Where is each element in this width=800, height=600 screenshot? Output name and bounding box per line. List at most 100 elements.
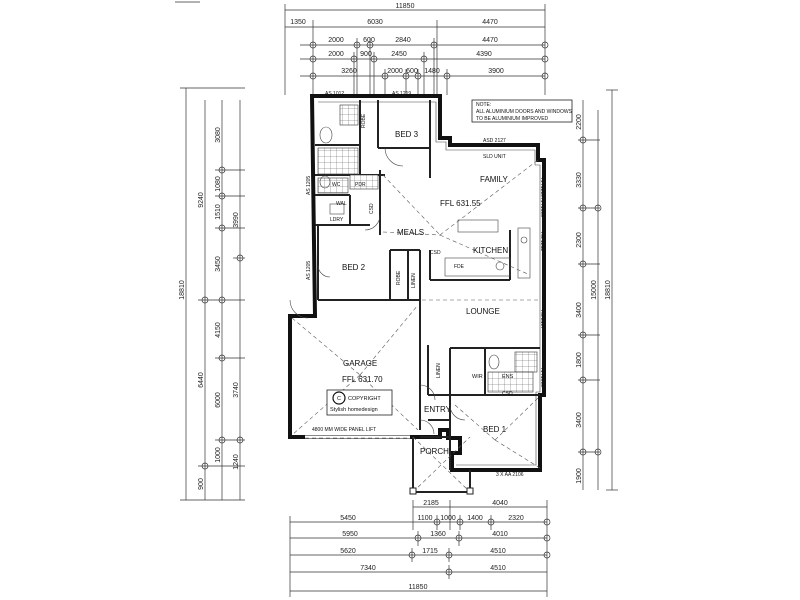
room-label-robe: ROBE [361,113,367,128]
bottom-dim: 4040 [492,500,508,507]
room-label-ens: ENS [502,374,514,380]
room-label-pdr: PDR [355,182,366,188]
window-label: SLD UNIT [483,154,506,160]
copyright-stamp: C COPYRIGHT Stylish homedesign [326,389,393,416]
left-dim: 900 [198,478,205,490]
bottom-dim: 5620 [340,548,356,555]
bottom-dim: 2320 [508,515,524,522]
top-dim-total: 11850 [396,3,415,10]
bottom-dim: 1100 [417,515,432,522]
porch [409,436,474,495]
room-label-kitchen: KITCHEN [473,246,508,255]
room-label-lounge: LOUNGE [466,307,500,316]
copyright-symbol: C [337,396,341,402]
bottom-dim: 2185 [423,500,439,507]
bottom-dim-total: 11850 [409,584,428,591]
copyright-company: Stylish homedesign [330,407,378,413]
copyright-title: COPYRIGHT [348,396,381,402]
kitchen-fixtures [444,219,531,279]
left-dim: 9240 [198,192,205,208]
right-dim: 3400 [576,412,583,428]
label-cavity-sliding-door: CSD [430,250,441,256]
room-label-family: FAMILY [480,175,509,184]
door-swings [289,147,466,435]
right-dim: 2200 [576,114,583,130]
top-dim: 4470 [482,19,498,26]
right-dimension-strings: 18810 15000 2200 3330 2300 3400 1800 340… [576,89,618,491]
left-dim-total: 18810 [179,280,186,300]
top-dim: 2000 [328,37,344,44]
note-line: TO BE ALUMINIUM IMPROVED [476,116,549,122]
window-label: AS 1219 [392,91,411,97]
top-dim: 900 [360,51,372,58]
bottom-dim: 4010 [492,531,508,538]
top-dim: 600 [406,68,418,75]
window-label: AA 1005 [539,368,545,387]
left-dim: 6000 [215,392,222,408]
top-dim: 1350 [290,19,306,26]
room-label-garage: GARAGE [343,359,377,368]
label-cavity-sliding-door: CSD [369,203,375,214]
window-label: AS 2107 [539,310,545,329]
left-dim: 3990 [233,212,240,228]
window-label: AS 1012 [325,91,344,97]
window-label: AS 1205 [306,176,312,195]
bottom-dim: 4510 [490,565,506,572]
room-label-entry: ENTRY [424,405,452,414]
right-dim: 3330 [576,172,583,188]
window-labels: AS 1012 AS 1219 ASD 2127 SLD UNIT AA 121… [306,91,545,478]
room-label-linen: LINEN [436,363,442,378]
bottom-dim: 1400 [467,515,483,522]
right-dim-total: 18810 [605,280,612,300]
bottom-dim: 5950 [342,531,358,538]
top-dim: 600 [363,37,375,44]
note-box: NOTE: ALL ALUMINIUM DOORS AND WINDOWS TO… [471,99,573,123]
right-dim: 1800 [576,352,583,368]
left-dim: 1000 [215,447,222,463]
top-dim: 3900 [488,68,504,75]
room-labels: BED 3 ROBE FAMILY FFL 631.55 MEALS KITCH… [330,113,514,456]
label-fde: FDE [454,264,465,270]
room-label-meals: MEALS [397,228,424,237]
top-dim: 4390 [476,51,492,58]
top-dim: 4470 [482,37,498,44]
left-dim: 3450 [215,256,222,272]
left-dimension-strings: 18810 9240 6440 900 3080 1080 1510 3450 … [179,87,245,501]
left-dim: 6440 [198,372,205,388]
top-dimension-strings: 11850 1350 6030 4470 2000 600 2840 4470 … [175,1,549,95]
bottom-dim: 1360 [430,531,446,538]
bottom-dimension-strings: 2185 4040 5450 1100 1000 1400 2320 5950 … [289,500,551,597]
right-dim: 15000 [591,280,598,300]
room-label-wc: WC [332,182,341,188]
label-wal: WAL [336,201,347,207]
top-dim: 2450 [391,51,407,58]
note-heading: NOTE: [476,102,491,108]
room-label-linen: LINEN [411,273,417,288]
room-label-bed2: BED 2 [342,263,366,272]
bottom-dim: 4510 [490,548,506,555]
left-dim: 1080 [215,176,222,192]
left-dim: 1510 [215,204,222,220]
window-label: ASD 2127 [483,138,506,144]
room-label-ldry: LDRY [330,217,344,223]
room-label-robe: ROBE [396,270,402,285]
wet-areas [317,104,538,393]
window-label: AS 1205 [306,261,312,280]
top-dim: 2000 [387,68,403,75]
window-label: AA 1808 [539,198,545,217]
garage-door-label: 4800 MM WIDE PANEL LIFT [312,427,376,433]
floor-level-garage: FFL 631.70 [342,375,383,384]
room-label-bed3: BED 3 [395,130,419,139]
top-dim: 6030 [367,19,383,26]
top-dim: 2840 [395,37,411,44]
top-dim: 1480 [424,68,440,75]
bottom-dim: 7340 [360,565,376,572]
right-dim: 2300 [576,232,583,248]
left-dim: 1240 [233,454,240,470]
bottom-dim: 1715 [422,548,438,555]
right-dim: 1900 [576,468,583,484]
left-dim: 3080 [215,127,222,143]
left-dim: 4150 [215,322,222,338]
top-dim: 3260 [341,68,357,75]
